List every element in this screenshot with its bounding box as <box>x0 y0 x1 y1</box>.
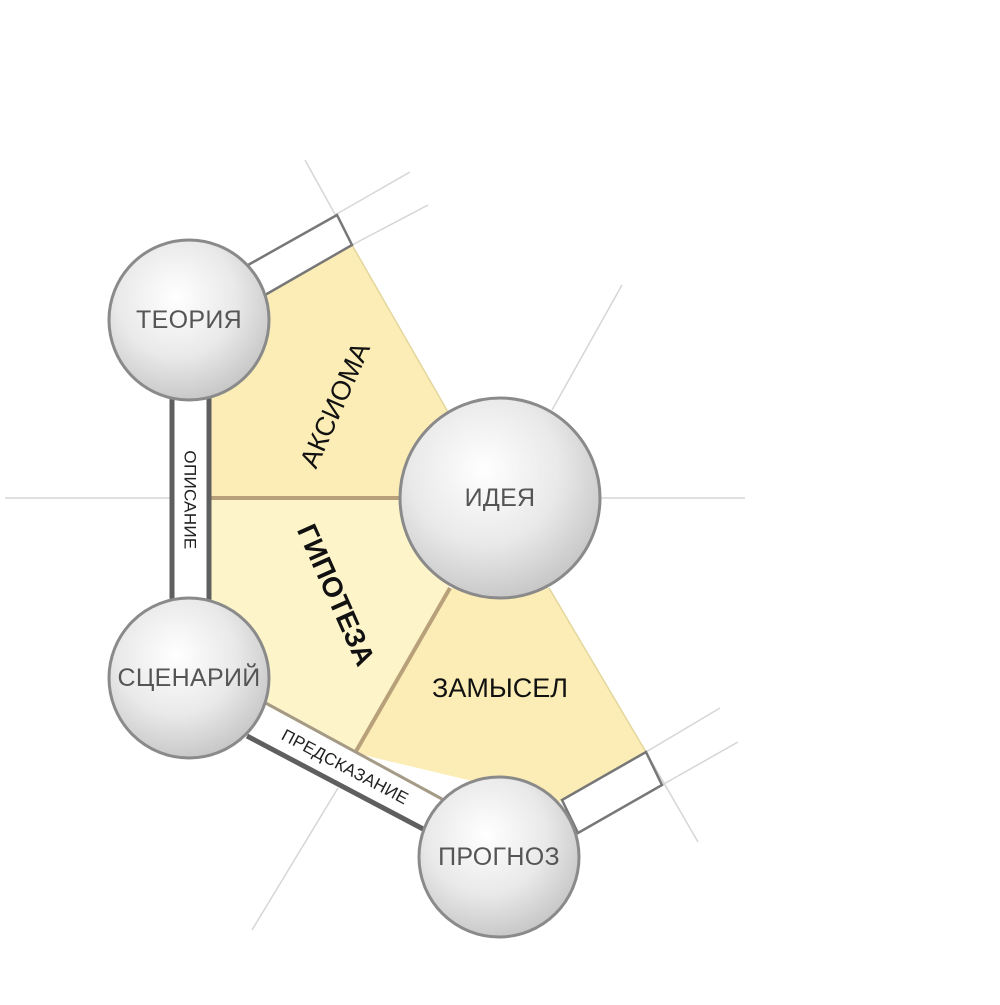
guide-line <box>334 171 411 216</box>
region-edge <box>548 587 647 753</box>
node-label-forecast: ПРОГНОЗ <box>438 843 560 871</box>
node-scenario-sphere <box>107 596 271 760</box>
band-label-description: ОПИСАНИЕ <box>181 450 200 549</box>
node-theory-sphere <box>107 238 271 402</box>
guide-line <box>551 284 623 411</box>
region-edge <box>351 244 449 413</box>
node-idea-sphere <box>398 396 602 600</box>
region-dividers <box>210 496 452 754</box>
guide-line <box>251 787 339 931</box>
guide-line <box>645 751 699 843</box>
node-forecast: ПРОГНОЗ <box>417 775 581 939</box>
description-band-fill <box>174 395 207 602</box>
description-band: ОПИСАНИЕ <box>169 395 212 602</box>
node-label-idea: ИДЕЯ <box>465 484 536 512</box>
prediction-band-inner-edge <box>261 699 443 801</box>
node-label-theory: ТЕОРИЯ <box>136 306 242 334</box>
guide-line <box>645 707 721 753</box>
region-label-concept: ЗАМЫСЕЛ <box>432 673 568 703</box>
node-scenario: СЦЕНАРИЙ <box>107 596 271 760</box>
region-concept <box>355 588 646 802</box>
node-forecast-sphere <box>417 775 581 939</box>
node-label-scenario: СЦЕНАРИЙ <box>118 662 261 692</box>
guide-line <box>661 741 739 786</box>
guide-line <box>351 204 429 246</box>
band-bottom-right <box>560 750 664 835</box>
region-edges <box>351 244 647 753</box>
guide-lines <box>5 159 745 931</box>
prediction-band-fill <box>247 703 440 829</box>
node-theory: ТЕОРИЯ <box>107 238 271 402</box>
node-idea: ИДЕЯ <box>398 396 602 600</box>
divider-hypothesis-concept <box>353 587 452 754</box>
prediction-band-outer-edge <box>245 733 427 833</box>
